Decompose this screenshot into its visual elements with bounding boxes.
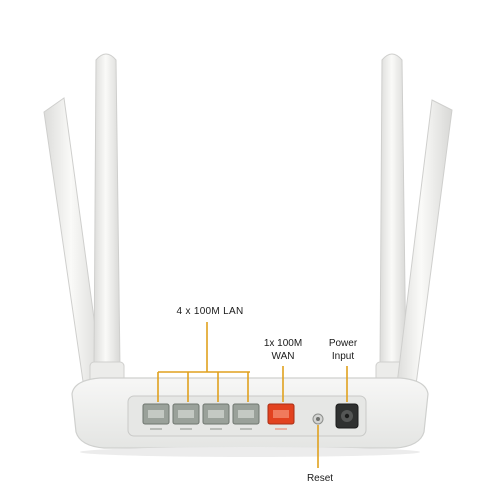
power-callout-line2: Input bbox=[331, 351, 355, 362]
power-jack bbox=[335, 403, 359, 429]
wan-callout-line2: WAN bbox=[271, 351, 295, 362]
reset-button-hole bbox=[312, 413, 324, 425]
power-callout-line1: Power bbox=[328, 338, 358, 349]
reset-callout-label: Reset bbox=[290, 472, 350, 485]
wan-callout-line1: 1x 100M bbox=[263, 338, 303, 349]
lan-ports bbox=[142, 403, 260, 430]
reset-callout-text: Reset bbox=[306, 473, 334, 484]
wan-port bbox=[267, 403, 295, 430]
lan-callout-label: 4 x 100M LAN bbox=[150, 305, 270, 318]
wan-callout-label: 1x 100M WAN bbox=[248, 337, 318, 363]
callout-lines bbox=[157, 322, 348, 468]
antenna-inner-left bbox=[89, 53, 125, 403]
power-callout-label: Power Input bbox=[313, 337, 373, 363]
lan-callout-text: 4 x 100M LAN bbox=[176, 306, 244, 317]
